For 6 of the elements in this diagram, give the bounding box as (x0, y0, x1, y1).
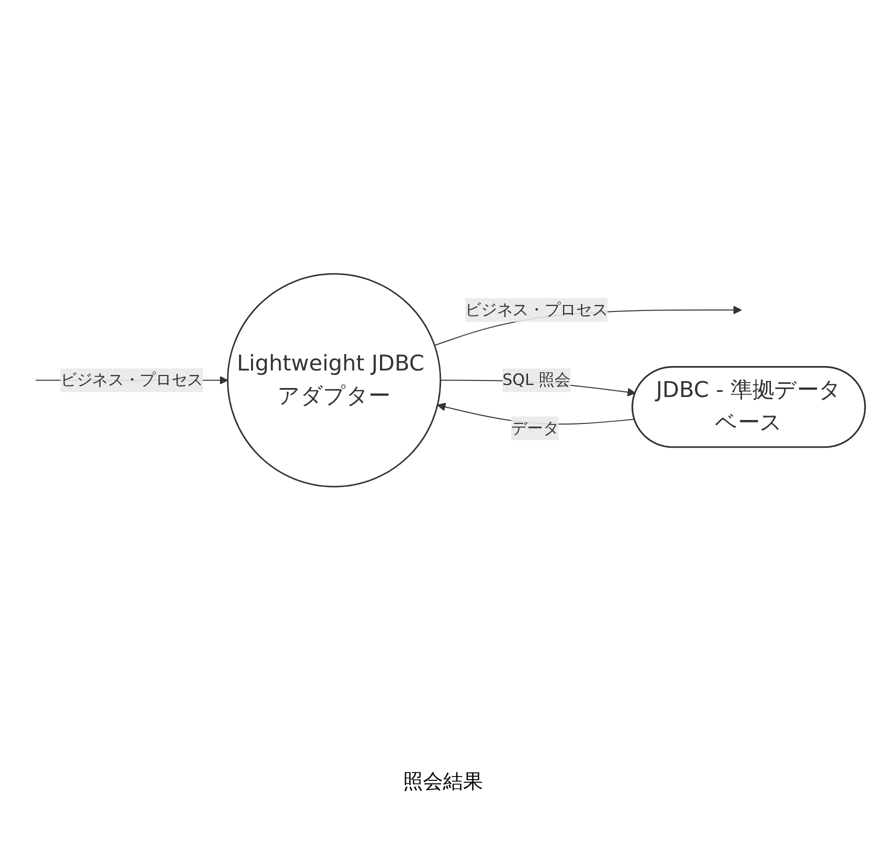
node-circle: Lightweight JDBC アダプター (226, 272, 442, 488)
edge-label: ビジネス・プロセス (60, 370, 203, 389)
edge-label: ビジネス・プロセス (465, 300, 608, 319)
edge-label: データ (511, 418, 559, 438)
edge-label: SQL 照会 (502, 370, 570, 389)
note-text: 照会結果 (403, 768, 483, 795)
